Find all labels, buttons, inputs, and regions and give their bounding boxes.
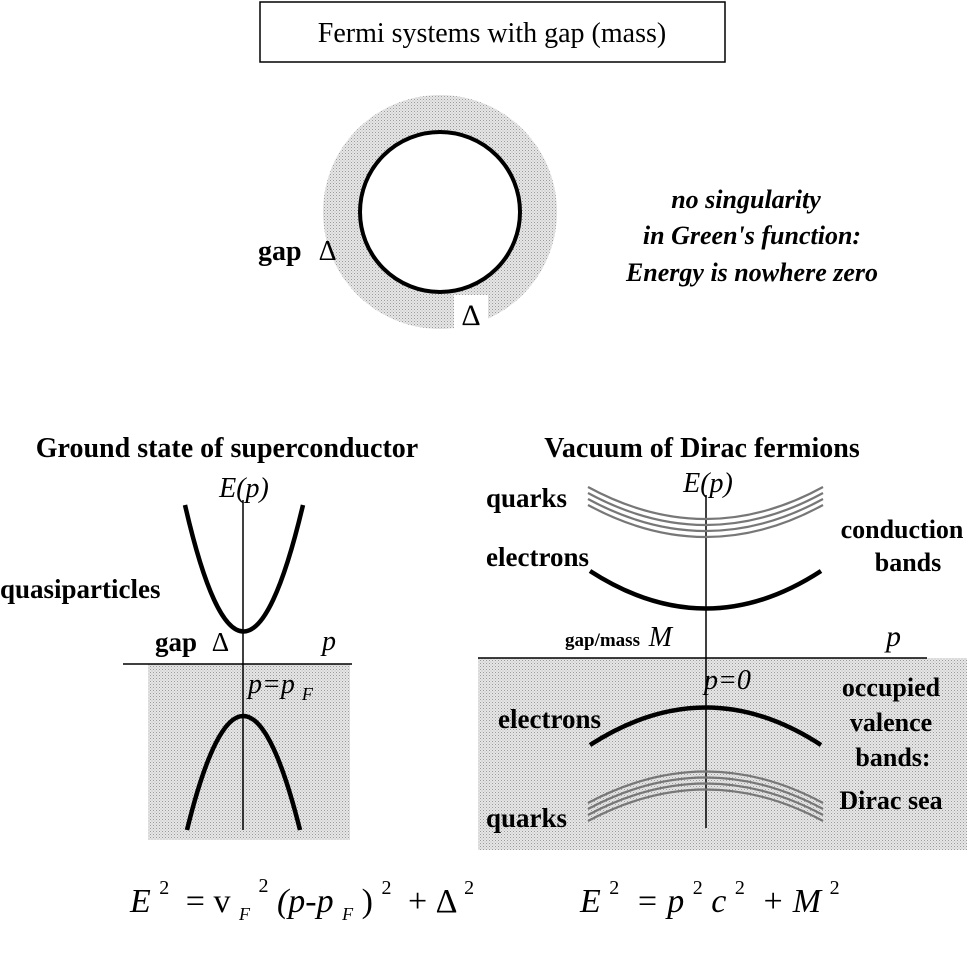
left-gap-symbol: Δ	[212, 627, 229, 657]
conduction-line-2: bands	[875, 548, 942, 577]
right-heading: Vacuum of Dirac fermions	[544, 433, 860, 464]
right-formula: E 2 = p 2 c 2 + M 2	[579, 865, 840, 920]
left-gap-label: gap Δ	[155, 627, 229, 657]
gap-mass-label: gap/mass M	[565, 622, 674, 653]
lf-eq-v: = v	[186, 883, 231, 920]
left-occupied-region	[148, 664, 350, 840]
rf-E: E	[579, 883, 601, 920]
title-box: Fermi systems with gap (mass)	[259, 1, 726, 63]
zero-point-label: p=0	[702, 665, 751, 696]
gap-mass-word: gap/mass	[565, 630, 640, 651]
gap-ring-diagram: Δ gap Δ no singularity in Green's functi…	[258, 95, 878, 332]
quarks-upper-label: quarks	[486, 483, 567, 513]
valence-line-4: Dirac sea	[839, 786, 942, 815]
electron-conduction-band	[588, 569, 823, 611]
dirac-panel: Vacuum of Dirac fermions E(p) p quarks e…	[478, 433, 967, 920]
left-momentum-label: p	[320, 626, 336, 657]
ring-symbol: Δ	[461, 299, 480, 332]
valence-line-1: occupied	[842, 673, 941, 702]
valence-line-2: valence	[850, 708, 932, 737]
left-gap-word: gap	[155, 627, 197, 657]
lf-subF2: F	[341, 904, 354, 924]
lf-sq1: 2	[159, 877, 169, 899]
ring-symbol-bg	[454, 295, 488, 331]
quasiparticle-branch	[182, 504, 306, 634]
lf-E: E	[129, 883, 151, 920]
title-frame	[259, 1, 726, 63]
quark-band-lower-2	[587, 776, 824, 810]
top-gap-word: gap	[258, 236, 302, 267]
valence-line-3: bands:	[855, 743, 930, 772]
quark-band-lower-3	[587, 782, 824, 816]
quark-band-lower-1	[587, 770, 824, 804]
occupied-branch	[184, 714, 303, 831]
quasiparticles-label: quasiparticles	[0, 574, 161, 604]
quark-band-upper-1	[587, 486, 824, 520]
quark-band-lower-4	[587, 788, 824, 822]
conduction-line-1: conduction	[841, 515, 964, 544]
quark-band-upper-2	[587, 492, 824, 526]
fermi-point-label: p=p F	[246, 669, 314, 704]
rf-sq3: 2	[735, 877, 745, 899]
left-formula: E 2 = v F 2 (p-p F ) 2 + Δ 2	[129, 863, 474, 928]
electrons-upper-label: electrons	[486, 542, 589, 572]
lf-plus: + Δ	[408, 883, 457, 920]
left-energy-label: E(p)	[218, 473, 269, 504]
top-note-line-3: Energy is nowhere zero	[625, 258, 878, 287]
lf-paren: (p-p	[277, 883, 334, 920]
fermi-point-sub: F	[301, 684, 314, 704]
rf-sq1: 2	[609, 877, 619, 899]
right-momentum-label: p	[884, 620, 901, 653]
superconductor-panel: Ground state of superconductor E(p) p qu…	[0, 433, 474, 928]
rf-eq-p: = p	[636, 883, 684, 920]
fermi-surface	[358, 130, 522, 294]
right-energy-label: E(p)	[682, 468, 733, 499]
lf-sq4: 2	[464, 877, 474, 899]
electrons-lower-label: electrons	[498, 704, 601, 734]
lf-sq2: 2	[258, 875, 268, 897]
top-gap-symbol: Δ	[319, 236, 337, 267]
quark-band-upper-3	[587, 498, 824, 532]
rf-c: c	[711, 883, 726, 920]
title: Fermi systems with gap (mass)	[318, 18, 666, 49]
rf-plus: + M	[761, 883, 822, 920]
quark-valence-bands	[587, 770, 824, 822]
lf-sq3: 2	[381, 877, 391, 899]
rf-sq2: 2	[693, 877, 703, 899]
mass-symbol: M	[648, 622, 674, 653]
fermi-point-main: p=p	[246, 669, 295, 700]
top-note-line-2: in Green's function:	[643, 221, 861, 250]
lf-close: )	[362, 883, 373, 920]
quark-band-upper-4	[587, 504, 824, 538]
quark-conduction-bands	[587, 486, 824, 538]
left-heading: Ground state of superconductor	[36, 433, 418, 464]
quarks-lower-label: quarks	[486, 803, 567, 833]
lf-subF1: F	[238, 904, 251, 924]
rf-sq4: 2	[830, 877, 840, 899]
top-note-line-1: no singularity	[671, 185, 821, 214]
electron-valence-band	[588, 705, 823, 747]
dirac-sea-region	[478, 658, 967, 850]
top-gap-label: gap Δ	[258, 236, 337, 267]
